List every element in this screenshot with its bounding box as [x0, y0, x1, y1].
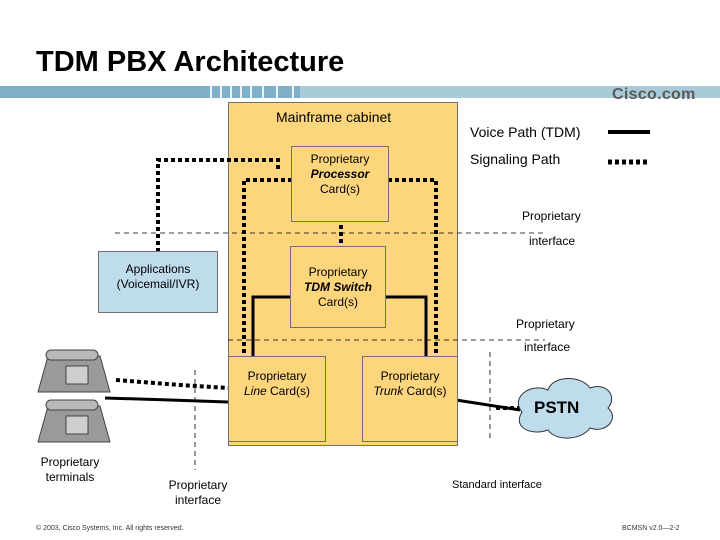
switch-card-line2: TDM Switch [304, 280, 372, 294]
footer-course-code: BCMSN v2.0—2-2 [622, 525, 680, 532]
line-card-type: Line [243, 384, 267, 398]
trunk-card-type: Trunk [373, 384, 404, 398]
pstn-label: PSTN [534, 398, 580, 417]
terminals-label: Proprietary terminals [36, 455, 104, 485]
line-card-line1: Proprietary [247, 369, 307, 383]
title-banner [0, 86, 720, 98]
voice-path-legend-label: Voice Path (TDM) [470, 124, 581, 140]
interface-label-upper-1: Proprietary [522, 209, 581, 223]
terminals-line1: Proprietary [40, 455, 100, 469]
terminal-interface-line2: interface [174, 493, 222, 507]
line-card-suffix: Card(s) [266, 384, 311, 398]
footer-copyright: © 2003, Cisco Systems, Inc. All rights r… [36, 525, 184, 532]
interface-label-middle-2: interface [524, 340, 571, 354]
interface-boundaries [115, 232, 545, 470]
terminal-interface-label: Proprietary interface [163, 478, 233, 508]
page-title: TDM PBX Architecture [36, 46, 345, 78]
phone-icon [37, 399, 111, 443]
trunk-card: Proprietary Trunk Card(s) [362, 356, 458, 442]
trunk-card-line1: Proprietary [380, 369, 440, 383]
switch-card-line1: Proprietary [308, 265, 368, 279]
terminals-line2: terminals [45, 470, 95, 484]
terminal-interface-line1: Proprietary [168, 478, 228, 492]
line-card: Proprietary Line Card(s) [228, 356, 326, 442]
tdm-switch-card: Proprietary TDM Switch Card(s) [290, 246, 386, 328]
processor-card-line1: Proprietary [310, 152, 370, 166]
phone-icon [37, 349, 111, 393]
interface-label-upper-2: interface [529, 234, 576, 248]
processor-card-line2: Processor [310, 167, 370, 181]
signaling-path-legend-label: Signaling Path [470, 151, 561, 167]
applications-line2: (Voicemail/IVR) [116, 277, 200, 291]
switch-card-line3: Card(s) [317, 295, 358, 309]
interface-label-middle-1: Proprietary [516, 317, 575, 331]
processor-card-line3: Card(s) [319, 182, 360, 196]
voice-paths [104, 295, 521, 412]
processor-card: Proprietary Processor Card(s) [291, 146, 389, 222]
standard-interface-label: Standard interface [452, 479, 542, 491]
cisco-logo: Cisco.com [612, 86, 696, 103]
cabinet-label: Mainframe cabinet [276, 109, 392, 125]
trunk-card-suffix: Card(s) [403, 384, 447, 398]
applications-line1: Applications [125, 262, 191, 276]
pstn-cloud [517, 378, 613, 439]
applications-box: Applications (Voicemail/IVR) [98, 251, 218, 313]
